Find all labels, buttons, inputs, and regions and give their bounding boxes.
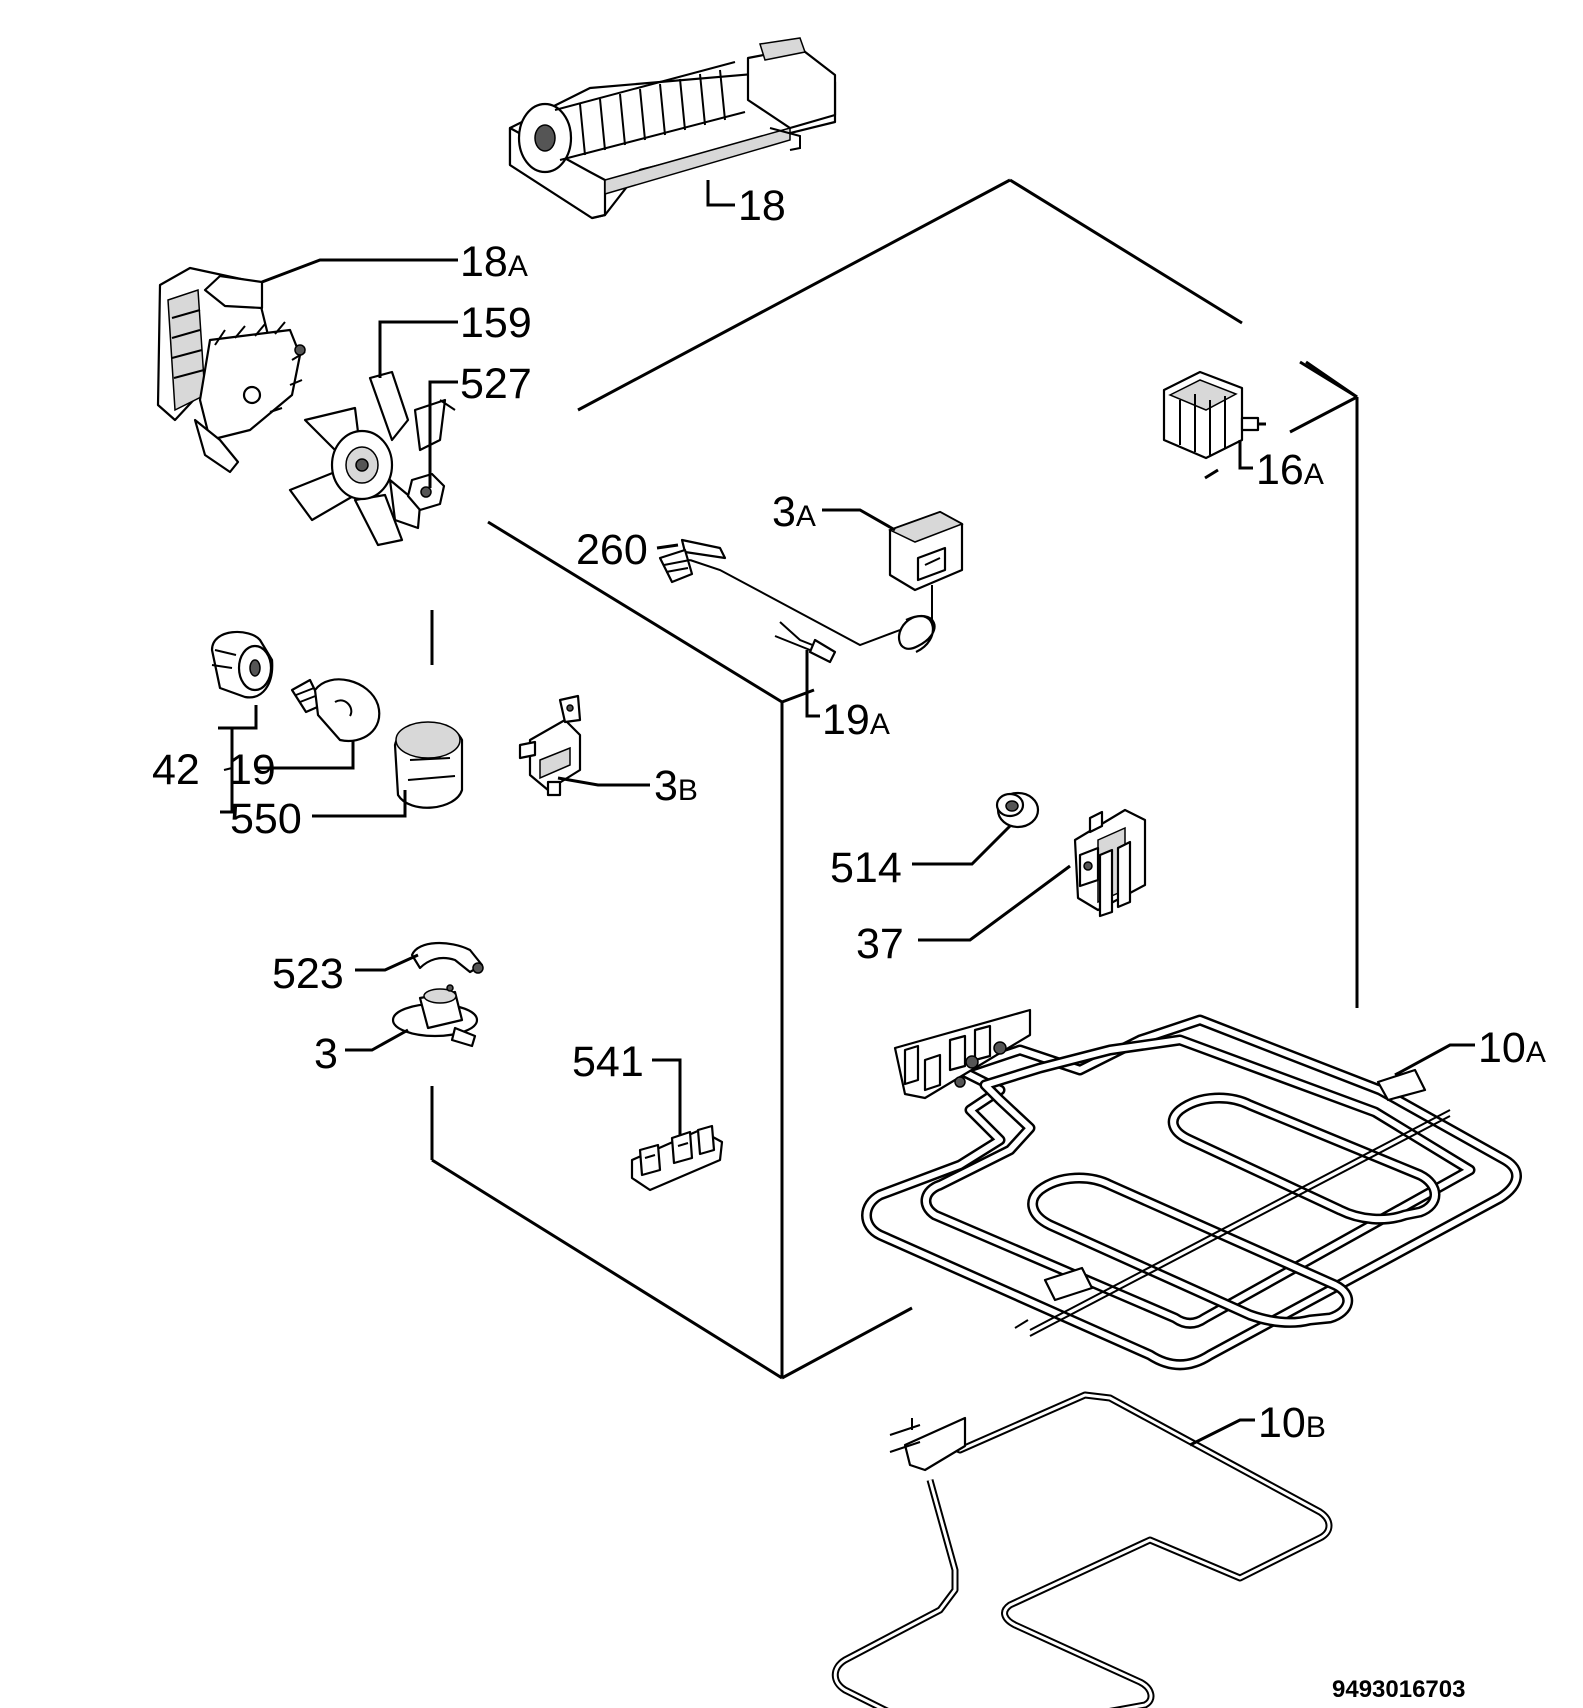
label-part-541: 541 (572, 1038, 644, 1086)
label-part-10b: 10B (1258, 1399, 1326, 1447)
temperature-probe-part (774, 621, 837, 664)
fan-blade-part (288, 370, 447, 547)
grill-element-part (861, 1008, 1522, 1371)
lamp-holder-part (210, 630, 274, 699)
selector-switch-part (1162, 370, 1266, 460)
connector-part (630, 1124, 724, 1192)
label-part-514: 514 (830, 844, 902, 892)
terminal-block-part (1073, 808, 1147, 918)
fan-nut-part (406, 399, 456, 512)
grommet-part (995, 791, 1040, 829)
thermal-cutout-part (391, 984, 479, 1048)
label-part-19: 19 (228, 746, 276, 794)
leader-lines (258, 180, 1475, 1447)
label-part-3a: 3A (772, 488, 816, 536)
document-number: 9493016703 (1332, 1676, 1465, 1703)
fan-motor-part (156, 266, 306, 474)
label-part-19a: 19A (822, 696, 890, 744)
tangential-fan-part (508, 37, 837, 220)
label-part-42: 42 (152, 746, 200, 794)
label-part-16a: 16A (1256, 446, 1324, 494)
label-part-159: 159 (460, 299, 532, 347)
sensor-bulb-part (658, 538, 727, 584)
lamp-group-brace (218, 705, 258, 814)
label-part-260: 260 (576, 526, 648, 574)
lamp-cover-part (393, 721, 464, 809)
door-switch-part (518, 694, 582, 797)
label-part-523: 523 (272, 950, 344, 998)
lamp-bulb-part (290, 678, 381, 743)
oven-cavity-outline (430, 178, 1359, 1380)
thermostat-part (689, 510, 964, 653)
sensor-clip-part (410, 941, 484, 974)
label-part-527: 527 (460, 360, 532, 408)
label-part-18a: 18A (460, 238, 528, 286)
label-part-3b: 3B (654, 762, 698, 810)
label-part-3: 3 (314, 1030, 338, 1078)
bottom-element-part (831, 1391, 1333, 1708)
label-part-18: 18 (738, 182, 786, 230)
label-part-37: 37 (856, 920, 904, 968)
label-part-10a: 10A (1478, 1024, 1546, 1072)
part-labels: 18 18A 159 527 16A 3A 260 19A 42 19 550 … (152, 182, 1546, 1447)
label-part-550: 550 (230, 795, 302, 843)
